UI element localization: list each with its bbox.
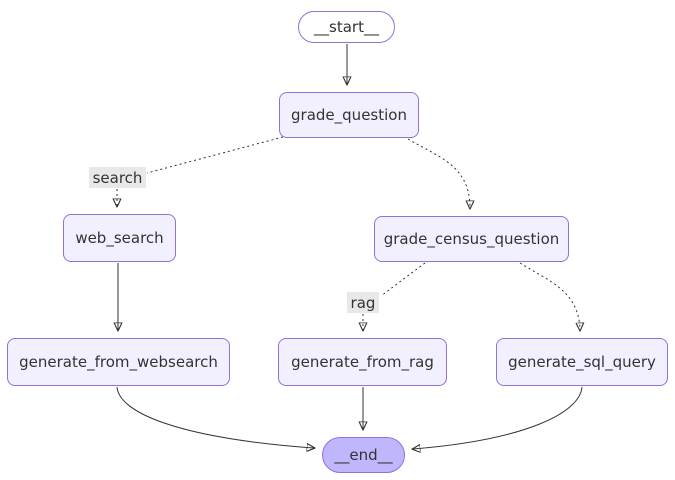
node-end: __end__ [322, 437, 405, 473]
node-web-search: web_search [63, 214, 176, 262]
node-generate-from-rag: generate_from_rag [278, 338, 447, 386]
node-grade-census-question: grade_census_question [374, 216, 569, 262]
edge-grade-question-to-search-label [146, 136, 284, 174]
node-web-search-label: web_search [75, 229, 164, 247]
node-generate-from-rag-label: generate_from_rag [291, 353, 434, 371]
node-generate-from-websearch: generate_from_websearch [7, 338, 230, 386]
edge-label-rag-text: rag [350, 293, 376, 312]
node-end-label: __end__ [334, 446, 393, 464]
edge-grade-question-to-grade-census-question [407, 138, 470, 208]
edge-generate-from-websearch-to-end [116, 386, 314, 448]
node-grade-question: grade_question [279, 92, 419, 138]
edge-label-search: search [89, 167, 146, 188]
edge-generate-sql-query-to-end [413, 386, 583, 449]
node-grade-question-label: grade_question [291, 106, 407, 124]
node-generate-sql-query: generate_sql_query [496, 338, 668, 386]
node-grade-census-question-label: grade_census_question [383, 230, 560, 248]
node-start: __start__ [298, 11, 395, 43]
node-start-label: __start__ [314, 18, 379, 36]
edge-label-rag: rag [347, 292, 379, 313]
edge-grade-census-question-to-generate-sql-query [519, 262, 580, 330]
node-generate-from-websearch-label: generate_from_websearch [19, 353, 218, 371]
node-generate-sql-query-label: generate_sql_query [508, 353, 656, 371]
edge-grade-census-question-to-rag-label [380, 262, 426, 297]
edge-label-search-text: search [92, 168, 143, 187]
